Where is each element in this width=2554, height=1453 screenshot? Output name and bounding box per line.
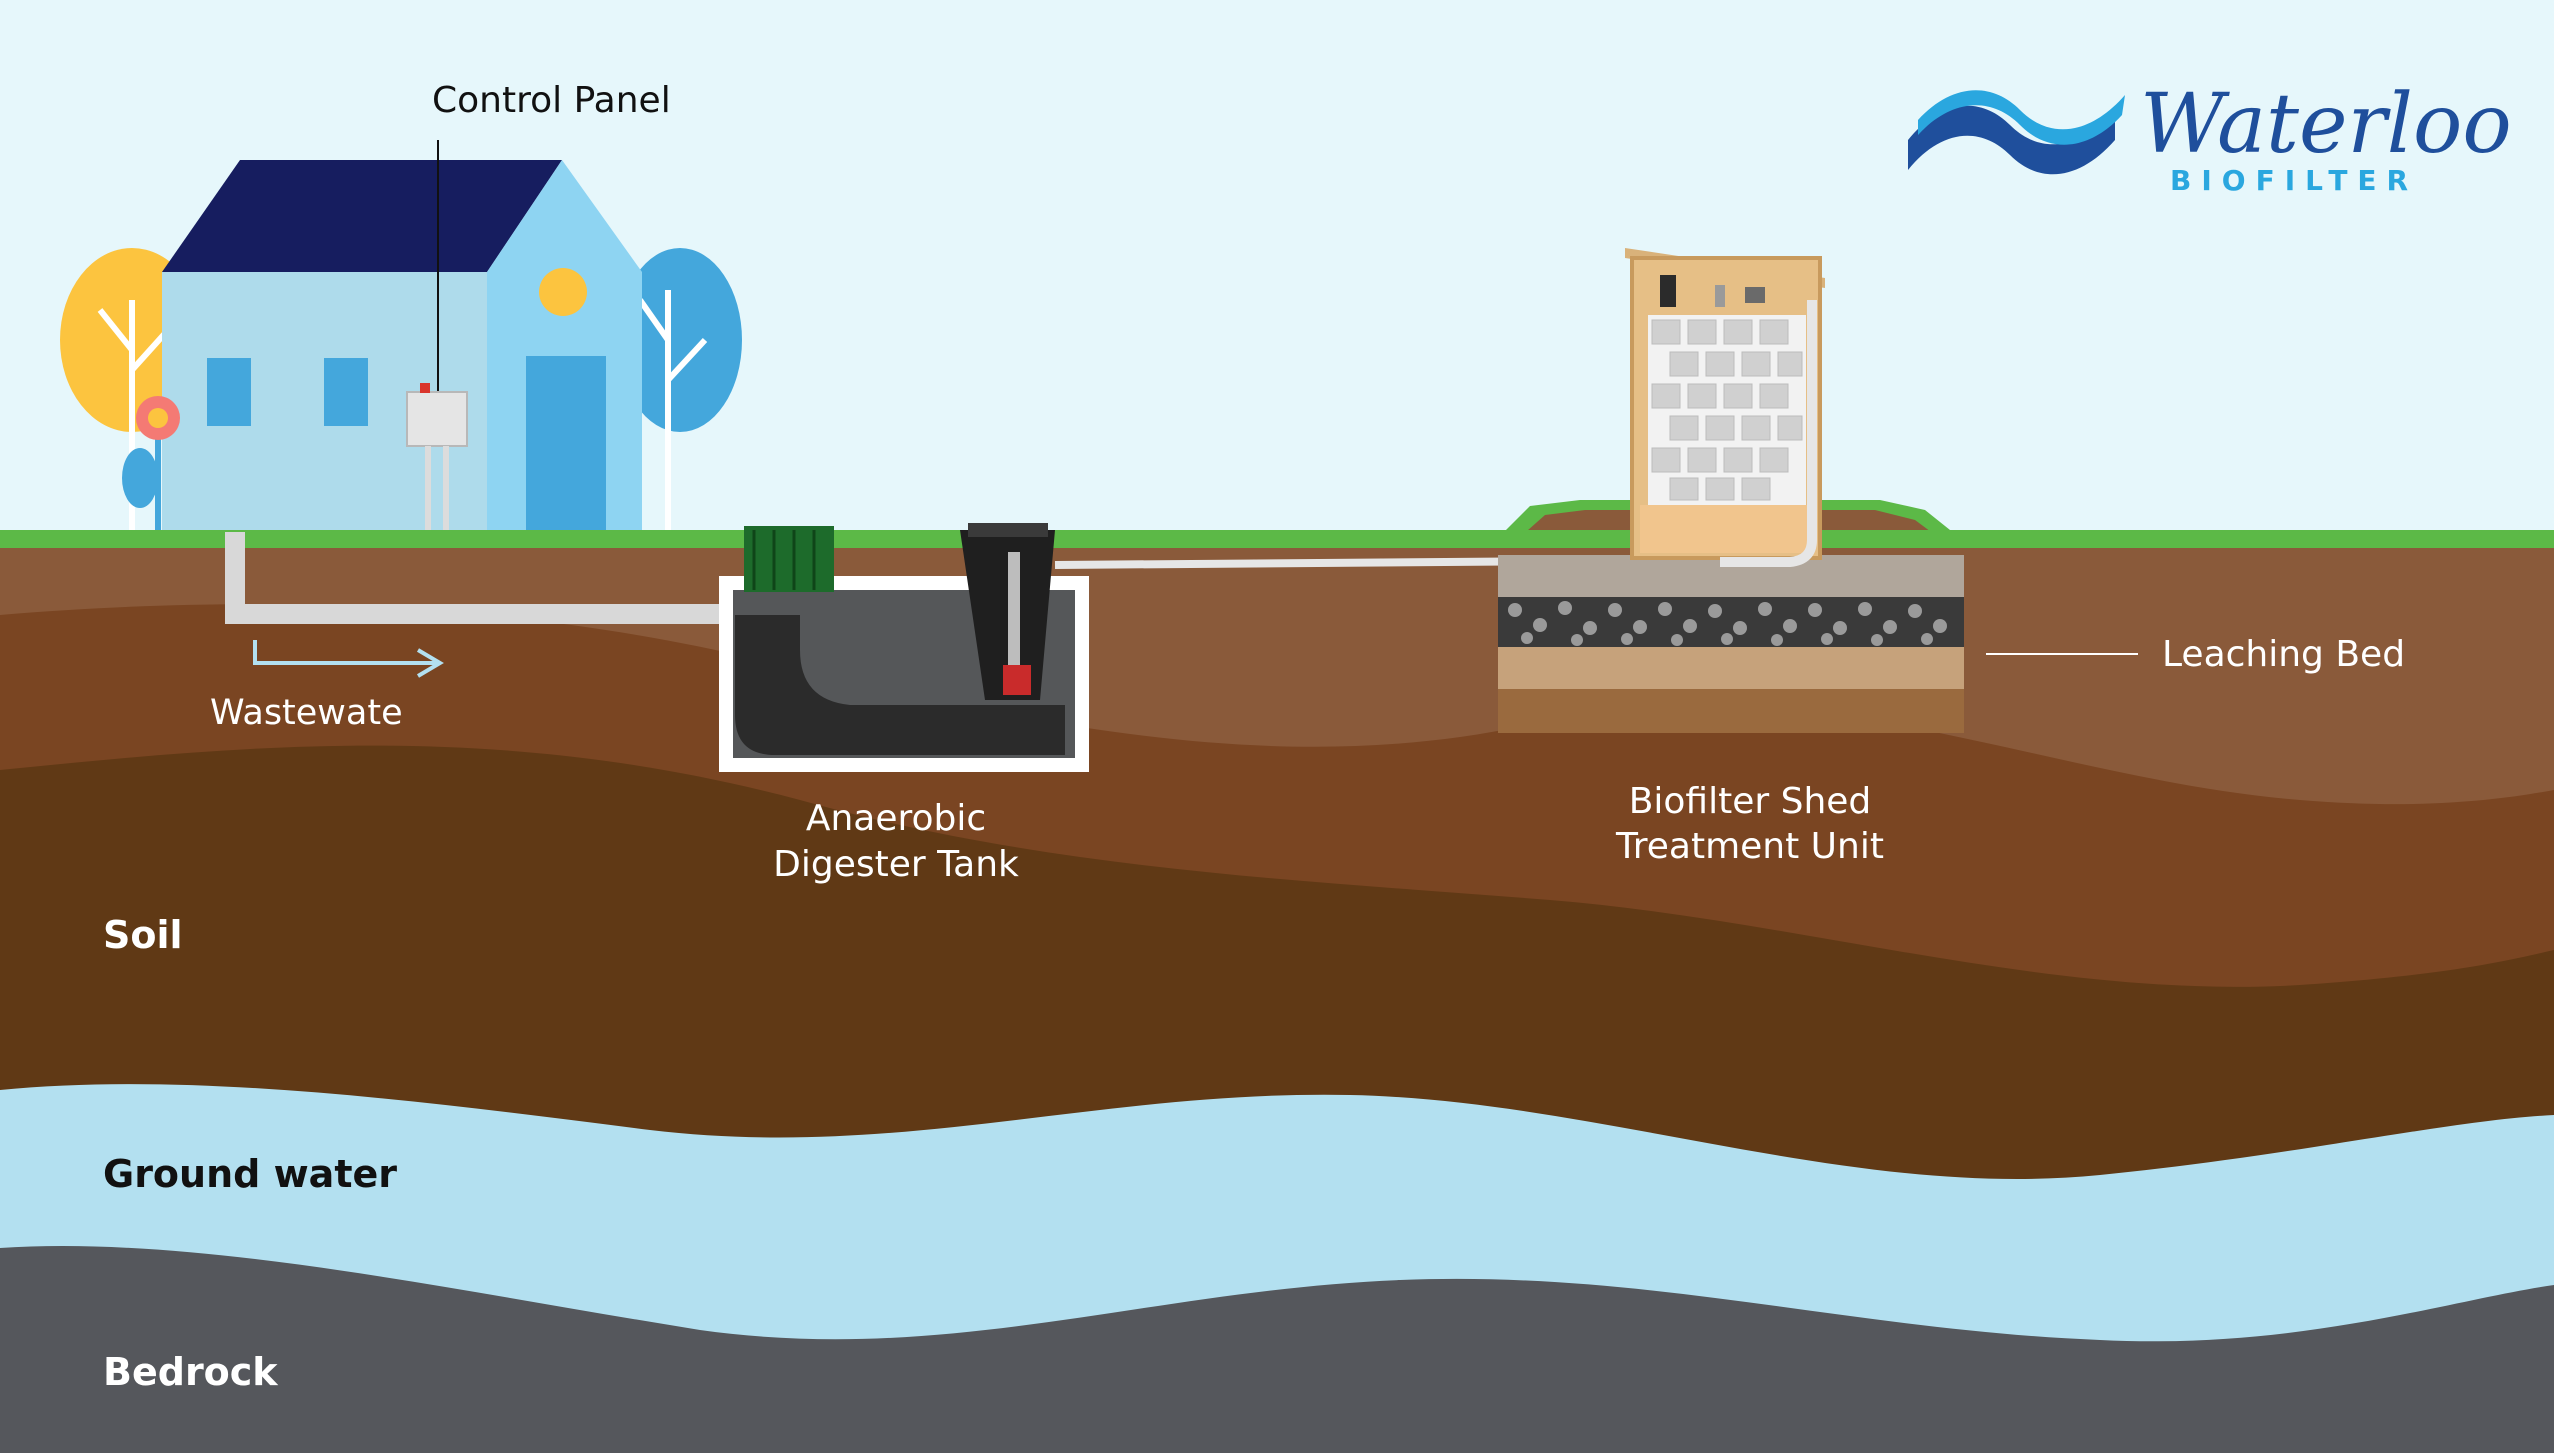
tank-label-line2: Digester Tank <box>773 844 1019 885</box>
pump <box>1003 665 1031 695</box>
tank-pipe-bend <box>735 615 1065 755</box>
logo-wordmark: Waterloo <box>2140 77 2512 172</box>
tank-riser-lid <box>744 526 834 592</box>
soil-label: Soil <box>103 913 183 957</box>
waterloo-logo: Waterloo BIOFILTER <box>1908 77 2512 197</box>
grass-strip <box>0 530 2554 550</box>
pump-chamber <box>960 530 1055 700</box>
shed-base <box>1640 505 1812 553</box>
ground-water-label: Ground water <box>103 1152 397 1196</box>
leaching-bed-label: Leaching Bed <box>2162 634 2405 675</box>
control-panel <box>406 140 468 535</box>
biofilter-shed <box>1625 248 1825 567</box>
wastewater-label: Wastewate <box>210 693 403 733</box>
bedrock-layer <box>0 1246 2554 1453</box>
house-roof <box>162 160 562 272</box>
shed-media <box>1648 315 1806 505</box>
leaching-bed <box>1498 555 2138 733</box>
logo-wave-dark <box>1908 105 2115 175</box>
bed-base <box>1498 689 1964 733</box>
shed-return-pipe <box>1720 300 1817 567</box>
flow-arrow <box>253 640 444 678</box>
pump-riser-pipe <box>1008 552 1020 672</box>
inlet-pipe <box>225 532 740 624</box>
logo-wave-light <box>1918 90 2125 145</box>
bedrock-label: Bedrock <box>103 1350 278 1394</box>
house <box>162 160 642 532</box>
flower <box>122 396 180 532</box>
logo-tagline: BIOFILTER <box>2170 164 2418 197</box>
house-window-left <box>207 358 251 426</box>
house-window-right <box>324 358 368 426</box>
shed-label-line2: Treatment Unit <box>1615 826 1884 867</box>
shed-fan <box>1660 275 1676 307</box>
house-door <box>526 356 606 532</box>
house-gable-light <box>539 268 587 316</box>
control-panel-label: Control Panel <box>432 80 671 121</box>
bed-sand <box>1498 647 1964 689</box>
shed-label-line1: Biofilter Shed <box>1629 781 1872 822</box>
tank-label-line1: Anaerobic <box>806 798 986 839</box>
digester-tank <box>719 523 1089 772</box>
tree-blue <box>618 248 742 530</box>
